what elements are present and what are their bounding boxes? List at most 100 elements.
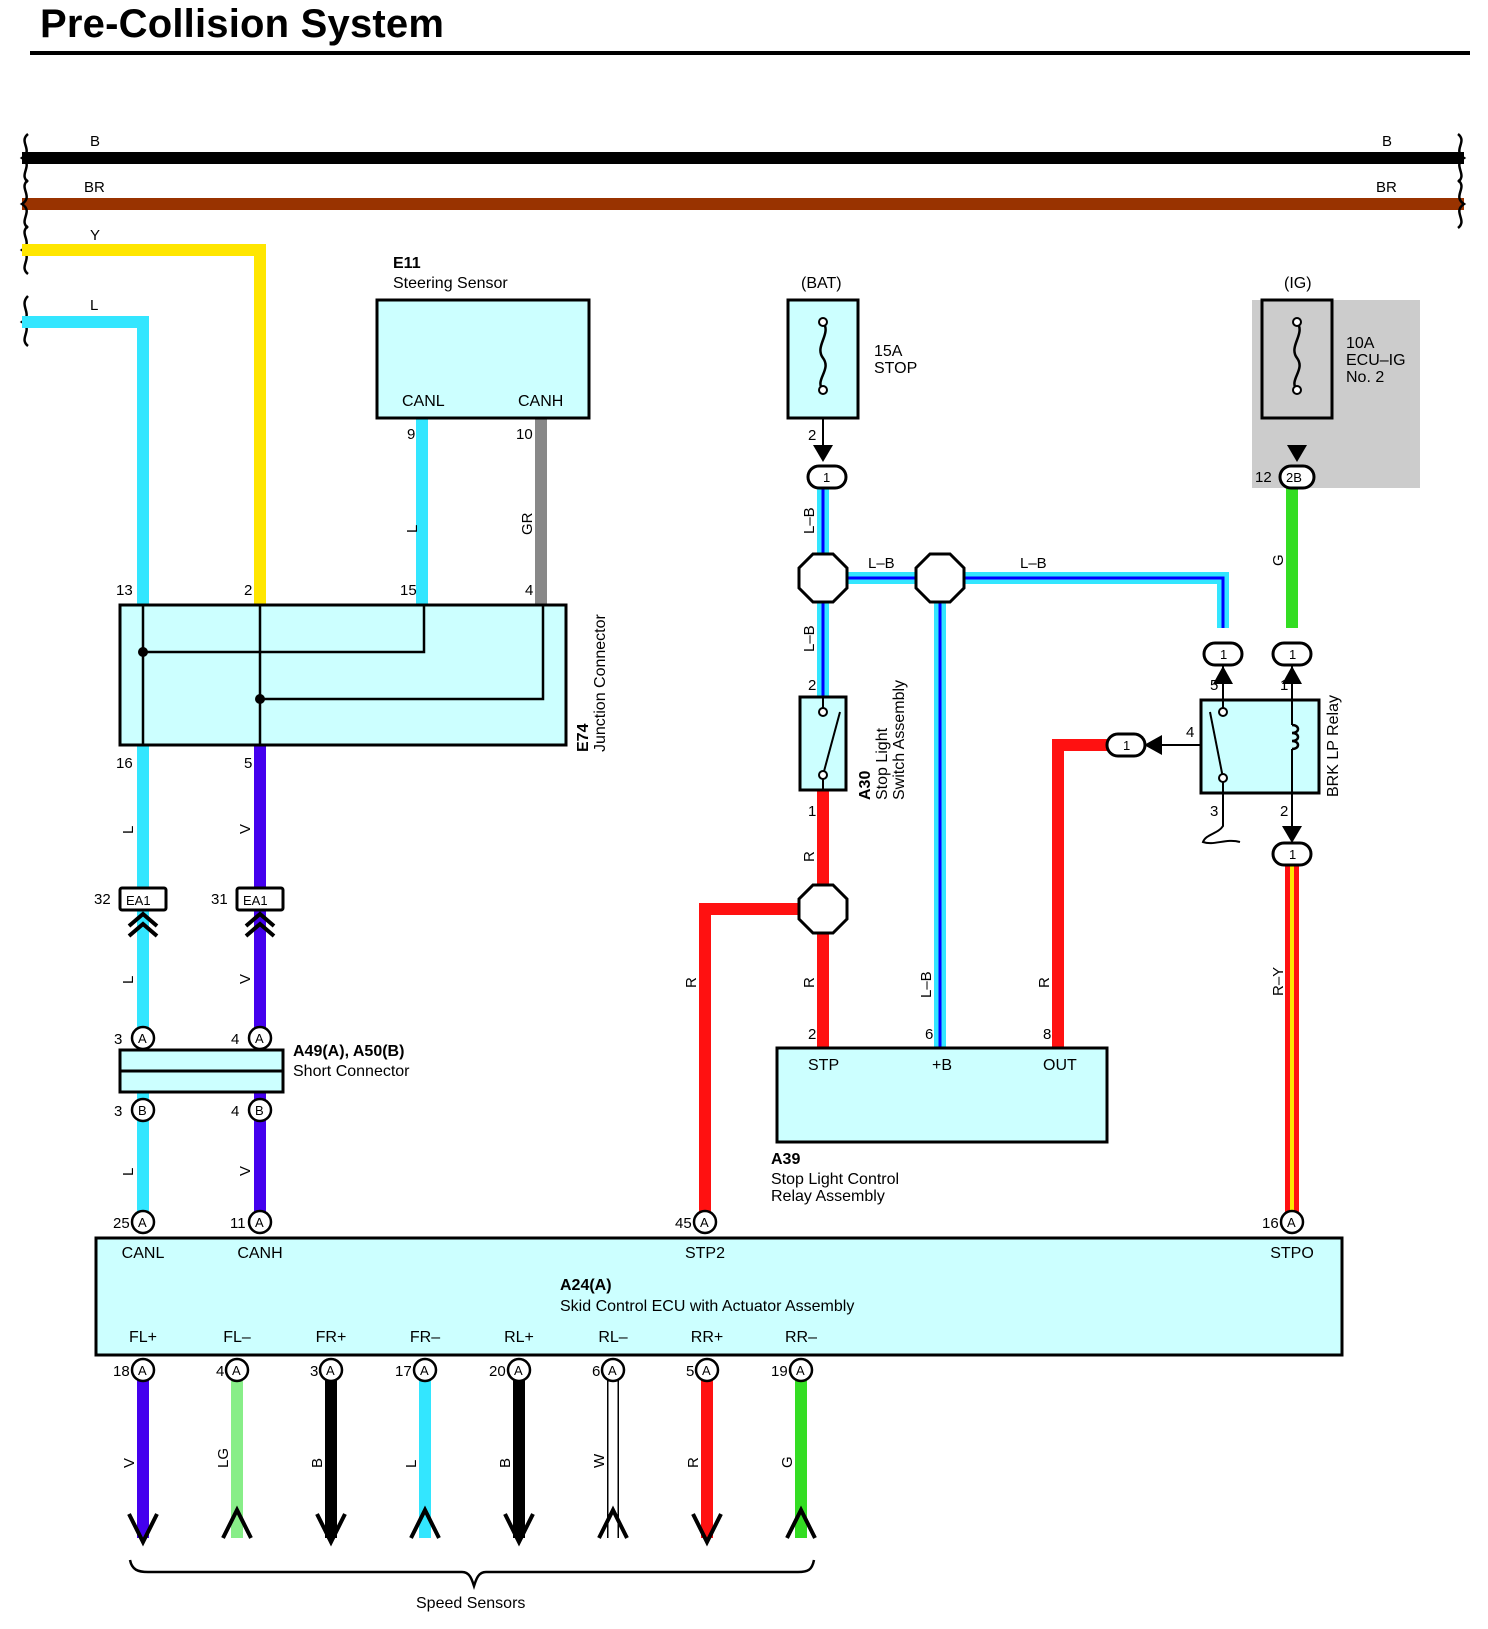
- a24-bottom-conn-label: A: [420, 1363, 429, 1378]
- a30-pin-1: 1: [808, 803, 816, 820]
- wire-l: [22, 316, 149, 605]
- a49-id: A49(A), A50(B): [293, 1043, 404, 1060]
- ea1-connectors: EA1 EA1 32 31: [94, 886, 285, 938]
- break-marks: [19, 133, 1467, 347]
- relay-pin-1: 1: [1280, 677, 1288, 694]
- e11-canh: CANH: [518, 393, 563, 410]
- arrow-down-icon: [503, 1513, 535, 1547]
- a39-name1: Stop Light Control: [771, 1171, 899, 1188]
- a24-top-terminal: STPO: [1270, 1245, 1314, 1262]
- e74-pin-13: 13: [116, 582, 133, 599]
- a39-id: A39: [771, 1151, 800, 1168]
- a24-bottom-terminal: FL–: [223, 1329, 251, 1346]
- a24-top-pin-number: 45: [675, 1215, 692, 1232]
- a24-bottom-conn-label: A: [232, 1363, 241, 1378]
- e74-pin-4: 4: [525, 582, 533, 599]
- speed-sensor-wire-label: B: [497, 1458, 514, 1468]
- wire-r-label-1: R: [801, 851, 818, 862]
- fuse-stop-pin: 2: [808, 427, 816, 444]
- a24-bottom-terminal: RL–: [598, 1329, 627, 1346]
- arrow-down-icon: [691, 1513, 723, 1547]
- a49-conn-a-2: A: [255, 1031, 264, 1046]
- a39-stp: STP: [808, 1057, 839, 1074]
- a24-bottom-pin-circle: [694, 1357, 720, 1383]
- relay-pin-5: 5: [1210, 677, 1218, 694]
- wire-y: [22, 244, 266, 605]
- speed-sensors-brace: Speed Sensors: [128, 1559, 816, 1612]
- a24-bottom-pin-number: 17: [395, 1363, 412, 1380]
- fuse-stop-rating: 15A: [874, 343, 903, 360]
- arrow-up-icon: [221, 1505, 253, 1539]
- page-title: Pre-Collision System: [40, 2, 445, 46]
- e74-junction-connector: 13 2 15 4 16 5 E74 Junction Connector: [116, 582, 609, 772]
- relay-conn-2: 1: [1289, 847, 1296, 862]
- arrow-up-icon: [597, 1505, 629, 1539]
- fuse-10a-ecu-ig: (IG) 10A ECU–IG No. 2 2B 12: [1252, 275, 1420, 490]
- wire-ry-label: R–Y: [1270, 967, 1287, 996]
- a24-bottom-conn-label: A: [514, 1363, 523, 1378]
- relay-conn-1: 1: [1289, 647, 1296, 662]
- a24-bottom-pin-circle: [412, 1357, 438, 1383]
- a24-bottom-pin-number: 4: [216, 1363, 224, 1380]
- fuse-stop-conn-1: 1: [823, 470, 830, 485]
- arrow-up-icon: [785, 1505, 817, 1539]
- a24-bottom-pins: FL+A18VFL–A4LGFR+A3BFR–A17LRL+A20BRL–A6W…: [113, 1329, 817, 1547]
- fuse-ecu-source: (IG): [1284, 275, 1312, 292]
- a24-top-conn-label: A: [700, 1215, 709, 1230]
- wire-l-label-2: L: [120, 826, 137, 834]
- a30-id: A30: [857, 771, 874, 800]
- ea1-pin-31: 31: [211, 891, 228, 908]
- bus-lines: B B BR BR Y L: [19, 133, 1467, 347]
- arrow-down-icon: [315, 1513, 347, 1547]
- relay-name: BRK LP Relay: [1325, 695, 1342, 797]
- wire-lb-label-2: L–B: [801, 625, 818, 652]
- a24-bottom-conn-label: A: [326, 1363, 335, 1378]
- a24-top-terminal: STP2: [685, 1245, 725, 1262]
- speed-sensor-wire-label: B: [309, 1458, 326, 1468]
- a24-id: A24(A): [560, 1277, 612, 1294]
- a50-conn-b-1: B: [138, 1103, 147, 1118]
- ea1-code-r: EA1: [243, 893, 268, 908]
- junction-points: [797, 552, 966, 935]
- a24-bottom-pin-number: 20: [489, 1363, 506, 1380]
- relay-conn-4: 1: [1123, 738, 1130, 753]
- a49-conn-a-1: A: [138, 1031, 147, 1046]
- junction-r: [797, 883, 849, 935]
- e11-id: E11: [393, 255, 421, 272]
- wire-lb-label-3: L–B: [868, 555, 895, 572]
- a24-top-terminal: CANH: [237, 1245, 282, 1262]
- wire-g-label: G: [1270, 554, 1287, 566]
- a39-pin-8: 8: [1043, 1026, 1051, 1043]
- wire-l-label-3: L: [120, 976, 137, 984]
- a24-bottom-pin-circle: [600, 1357, 626, 1383]
- brk-lp-relay: 1 1 5 1 4 3 2 1 1 BRK LP Relay: [1105, 641, 1342, 867]
- e74-pin-15: 15: [400, 582, 417, 599]
- a50-pin-3: 3: [114, 1103, 122, 1120]
- a24-top-pin-circle: [692, 1209, 718, 1235]
- wire-y-label: Y: [90, 227, 100, 244]
- a24-bottom-pin-circle: [130, 1357, 156, 1383]
- a24-bottom-conn-label: A: [138, 1363, 147, 1378]
- e74-pin-5: 5: [244, 755, 252, 772]
- speed-sensor-wire-label: L: [403, 1460, 420, 1468]
- a24-top-pin-circle: [130, 1209, 156, 1235]
- fuse-ecu-name2: No. 2: [1346, 369, 1384, 386]
- wire-b-label-left: B: [90, 133, 100, 150]
- a39-out: OUT: [1043, 1057, 1077, 1074]
- fuse-ecu-rating: 10A: [1346, 335, 1375, 352]
- a24-bottom-pin-number: 6: [592, 1363, 600, 1380]
- speed-sensor-wire-label: W: [591, 1453, 608, 1468]
- wire-v-label-4: V: [237, 1166, 254, 1176]
- relay-conn-5: 1: [1220, 647, 1227, 662]
- a30-name2: Switch Assembly: [891, 680, 908, 800]
- a24-bottom-terminal: FR–: [410, 1329, 440, 1346]
- title-rule: [30, 51, 1470, 55]
- fuse-stop-source: (BAT): [801, 275, 842, 292]
- arrow-down-icon: [127, 1513, 159, 1547]
- relay-pin-2: 2: [1280, 803, 1288, 820]
- speed-sensor-wire-label: V: [121, 1458, 138, 1468]
- wire-r-label-3: R: [683, 977, 700, 988]
- a24-top-pin-number: 25: [113, 1215, 130, 1232]
